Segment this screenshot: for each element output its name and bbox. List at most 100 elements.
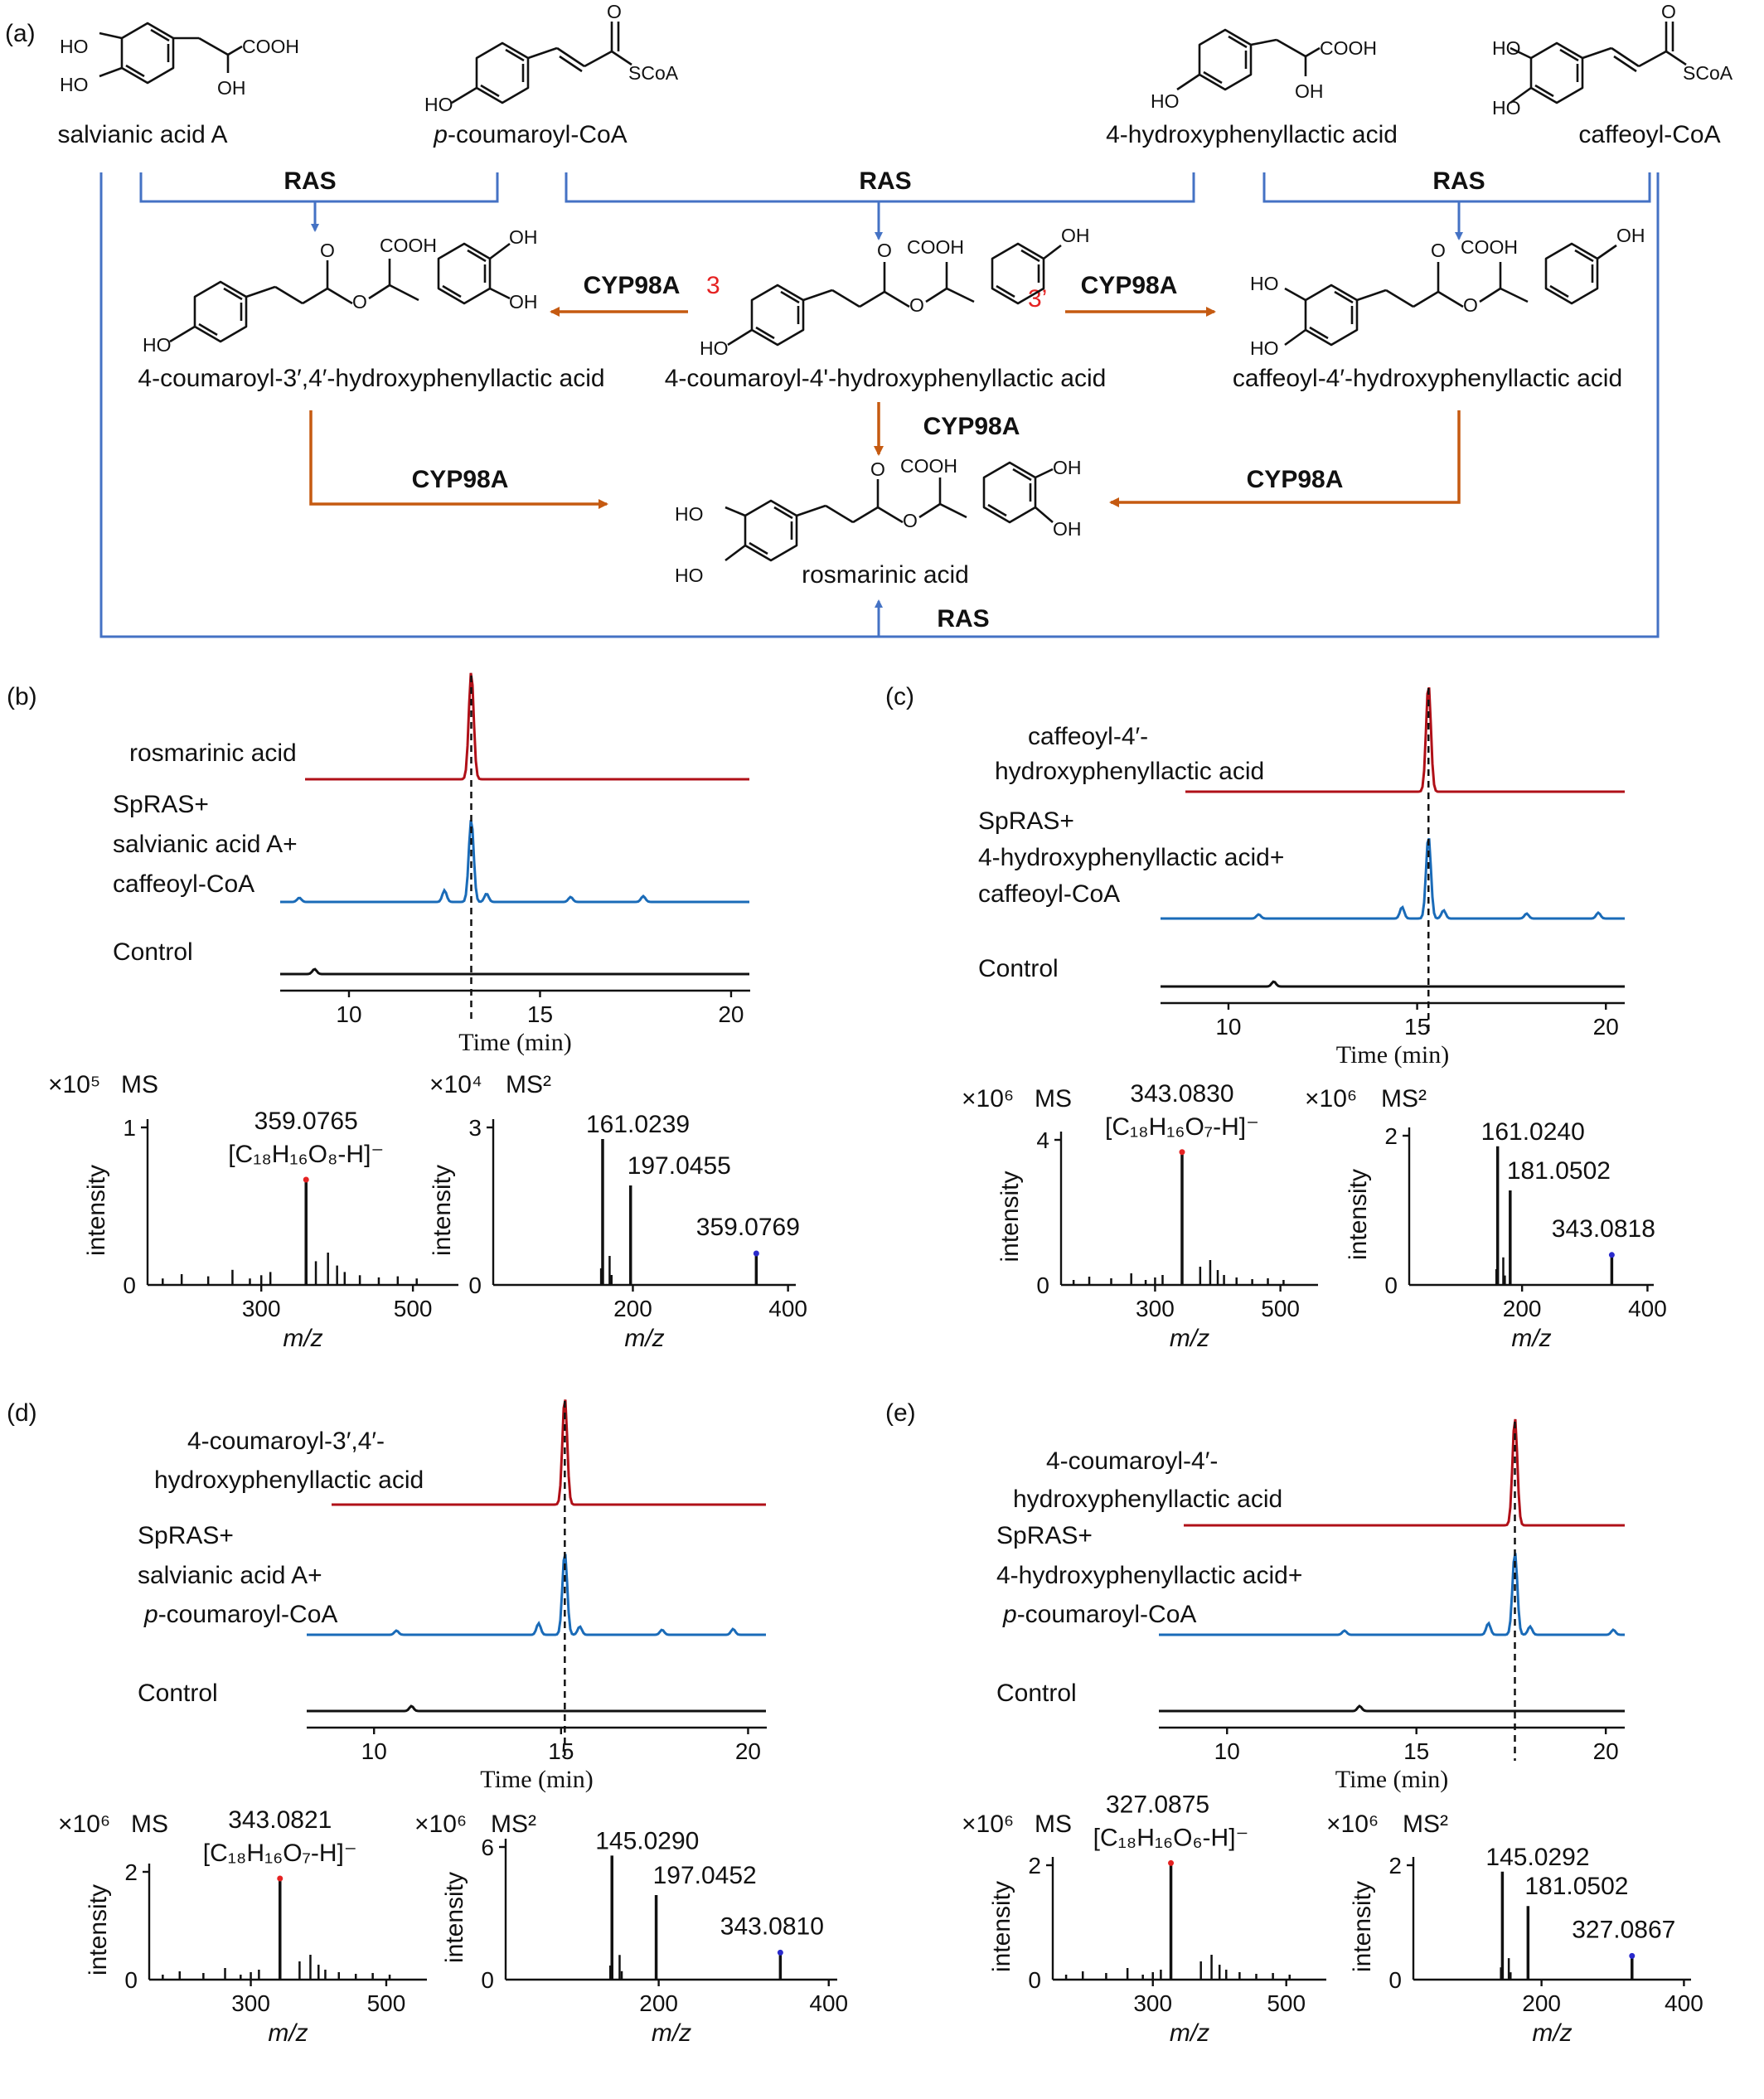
x-tick-label: 20 xyxy=(718,1001,744,1027)
atom-oh: OH xyxy=(1061,225,1090,246)
reaction-label: salvianic acid A+ xyxy=(113,831,298,858)
atom-cooh: COOH xyxy=(242,36,299,57)
structure-caffeoyl-4-hppla: HO HO O O COOH OH xyxy=(1250,225,1645,359)
y-axis-label: intensity xyxy=(988,1881,1015,1972)
y-tick-label: 4 xyxy=(1036,1127,1049,1153)
y-tick-label: 2 xyxy=(124,1859,138,1885)
y-tick-label: 6 xyxy=(481,1835,494,1860)
compound-4-coumaroyl-4-hppla: 4-coumaroyl-4'-hydroxyphenyllactic acid xyxy=(665,365,1107,392)
ras-label-3: RAS xyxy=(1432,167,1485,195)
atom-cooh: COOH xyxy=(1461,236,1518,258)
cyp-label-3: CYP98A xyxy=(923,413,1020,440)
compound-rosmarinic-acid: rosmarinic acid xyxy=(802,561,969,589)
reaction-label: caffeoyl-CoA xyxy=(978,880,1120,908)
x-tick-label: 200 xyxy=(1503,1296,1542,1321)
scale-factor: ×10⁶ xyxy=(1305,1085,1357,1113)
x-tick-label: 300 xyxy=(1136,1296,1175,1321)
fragment-mz: 161.0239 xyxy=(586,1111,690,1138)
x-axis-label: Time (min) xyxy=(1336,1041,1449,1069)
atom-ho: HO xyxy=(1250,337,1279,359)
compound-caffeoyl-4-hppla: caffeoyl-4′-hydroxyphenyllactic acid xyxy=(1233,365,1622,392)
atom-oh: OH xyxy=(509,226,538,248)
reaction-label: SpRAS+ xyxy=(978,807,1074,835)
panel-label: (c) xyxy=(885,683,914,710)
x-tick-label: 20 xyxy=(1593,1738,1619,1764)
ras-connectors xyxy=(99,172,1660,638)
x-tick-label: 400 xyxy=(768,1296,807,1321)
atom-oh: OH xyxy=(1053,518,1082,540)
parent-ion-mz: 343.0830 xyxy=(1130,1080,1233,1108)
x-tick-label: 15 xyxy=(1404,1014,1430,1040)
scale-factor: ×10⁶ xyxy=(962,1085,1014,1113)
ras-label-2: RAS xyxy=(859,167,911,195)
control-label: Control xyxy=(996,1680,1077,1707)
y-axis-label: intensity xyxy=(1349,1881,1376,1972)
atom-scoa: SCoA xyxy=(1683,62,1733,84)
scale-factor: ×10⁶ xyxy=(962,1811,1014,1838)
x-axis-label: m/z xyxy=(283,1325,322,1352)
pathway-panel: (a) RAS RAS RAS RAS CYP98A CYP98A CYP98A xyxy=(5,1,1733,638)
reaction-label: SpRAS+ xyxy=(996,1522,1093,1549)
atom-ho: HO xyxy=(1250,273,1279,294)
control-trace xyxy=(1161,980,1625,988)
parent-ion-formula: [C₁₈H₁₆O₇-H]⁻ xyxy=(1105,1113,1259,1141)
reaction-label: 4-hydroxyphenyllactic acid+ xyxy=(996,1562,1302,1589)
fragment-mz: 181.0502 xyxy=(1524,1873,1628,1900)
atom-o: O xyxy=(1661,1,1676,22)
scale-factor: ×10⁶ xyxy=(1326,1811,1379,1838)
x-tick-label: 10 xyxy=(361,1738,387,1764)
atom-o: O xyxy=(352,291,367,313)
x-tick-label: 10 xyxy=(1215,1014,1241,1040)
atom-o: O xyxy=(870,458,885,480)
atom-scoa: SCoA xyxy=(628,62,679,84)
parent-ion-formula: [C₁₈H₁₆O₈-H]⁻ xyxy=(228,1141,384,1168)
x-tick-label: 200 xyxy=(639,1990,678,2016)
x-tick-label: 15 xyxy=(1403,1738,1429,1764)
atom-cooh: COOH xyxy=(907,236,964,258)
standard-trace xyxy=(1184,1418,1625,1527)
atom-ho: HO xyxy=(60,36,89,57)
compound-4-coumaroyl-34-hppla: 4-coumaroyl-3′,4′-hydroxyphenyllactic ac… xyxy=(138,365,604,392)
standard-trace xyxy=(1185,686,1625,793)
atom-cooh: COOH xyxy=(900,455,957,477)
precursor-marker xyxy=(777,1949,783,1956)
x-tick-label: 500 xyxy=(1261,1296,1300,1321)
standard-trace xyxy=(332,1399,766,1506)
x-tick-label: 15 xyxy=(527,1001,553,1027)
y-axis-label: intensity xyxy=(996,1171,1024,1262)
y-axis-label: intensity xyxy=(83,1165,110,1256)
atom-o: O xyxy=(1463,294,1478,316)
precursor-marker xyxy=(1168,1859,1175,1866)
fragment-mz: 197.0455 xyxy=(628,1152,731,1180)
standard-label: 4-coumaroyl-3′,4′- xyxy=(187,1428,385,1455)
fragment-mz: 359.0769 xyxy=(696,1214,800,1241)
atom-cooh: COOH xyxy=(380,235,437,256)
control-label: Control xyxy=(138,1680,218,1707)
atom-o: O xyxy=(877,240,892,261)
structure-coumaroyl-34-hppla: HO O O COOH OH OH xyxy=(143,226,538,356)
y-tick-label: 0 xyxy=(468,1272,482,1298)
y-tick-label: 0 xyxy=(1028,1967,1041,1993)
scale-factor: ×10⁴ xyxy=(429,1071,482,1098)
structure-caffeoyl-coa: HO HO O SCoA xyxy=(1492,1,1733,119)
ms-label: MS xyxy=(131,1811,168,1838)
x-tick-label: 20 xyxy=(1593,1014,1619,1040)
y-tick-label: 2 xyxy=(1388,1853,1402,1878)
cyp-label-2: CYP98A xyxy=(1081,272,1178,299)
x-axis-label: Time (min) xyxy=(1335,1766,1448,1793)
standard-label: rosmarinic acid xyxy=(129,739,297,767)
ms-label: MS xyxy=(1035,1085,1072,1113)
y-tick-label: 3 xyxy=(468,1115,482,1141)
fragment-mz: 343.0810 xyxy=(720,1912,824,1940)
